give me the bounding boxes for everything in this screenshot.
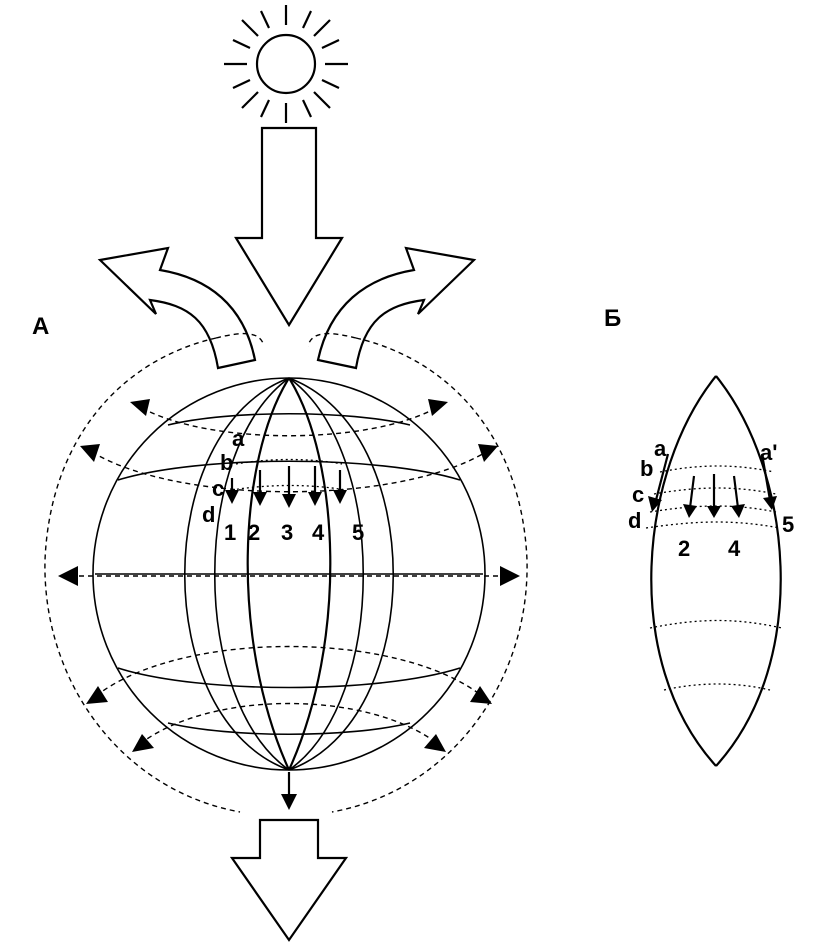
label-4: 4 — [312, 520, 325, 545]
segment-b-label-b: b — [640, 456, 653, 481]
label-3: 3 — [281, 520, 293, 545]
outgoing-energy-arrow — [229, 818, 349, 942]
panel-b-label: Б — [604, 305, 621, 332]
panel-a-label: A — [32, 313, 49, 340]
label-b: b — [220, 450, 233, 475]
segment-b-label-a: a — [654, 436, 667, 461]
segment-b-label-a-prime: a' — [760, 440, 777, 465]
globe — [92, 377, 486, 771]
label-a: a — [232, 426, 245, 451]
local-flux-arrowheads — [225, 490, 347, 508]
circulation-arrows — [58, 399, 520, 752]
label-5: 5 — [352, 520, 364, 545]
outer-dashed-top-right — [307, 332, 357, 347]
segment-b-label-2: 2 — [678, 536, 690, 561]
label-d: d — [202, 502, 215, 527]
segment-b — [645, 375, 783, 767]
outer-dashed-boundary-right — [331, 337, 528, 813]
segment-b-label-c: c — [632, 482, 644, 507]
incoming-energy-arrow — [234, 126, 344, 328]
sun-icon — [224, 5, 348, 123]
label-2: 2 — [248, 520, 260, 545]
segment-b-flux-arrowheads — [648, 496, 777, 518]
segment-b-label-5: 5 — [782, 512, 794, 537]
segment-b-flux-arrows — [654, 453, 772, 509]
label-1: 1 — [224, 520, 236, 545]
segment-b-label-d: d — [628, 508, 641, 533]
label-c: c — [212, 476, 224, 501]
level-b-line — [235, 458, 343, 465]
outer-dashed-boundary — [44, 337, 241, 813]
outer-dashed-top — [215, 332, 265, 347]
segment-b-label-4: 4 — [728, 536, 741, 561]
right-outflow-arrow — [316, 246, 477, 370]
bottom-flux-arrow — [281, 772, 297, 810]
